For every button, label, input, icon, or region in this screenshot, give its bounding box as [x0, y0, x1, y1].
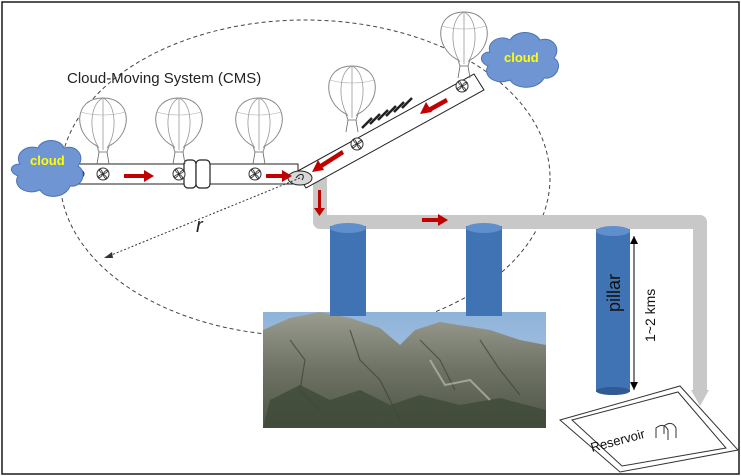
- cloud-icon: [481, 32, 559, 88]
- balloon-icon: [155, 97, 203, 165]
- fan-icon: [96, 167, 110, 181]
- pillar-2: [466, 223, 502, 316]
- fan-icon: [455, 79, 469, 93]
- mountain-image: [263, 312, 546, 428]
- fan-icon: [248, 167, 262, 181]
- cloud-left: [11, 140, 84, 197]
- radius-indicator: [103, 177, 301, 259]
- diagram-title: Cloud-Moving System (CMS): [67, 70, 261, 87]
- arrow-icon: [314, 190, 325, 216]
- pillar-3: [596, 226, 630, 395]
- cloud-label-right: cloud: [504, 50, 539, 65]
- balloon-icon: [79, 97, 127, 165]
- cloud-icon: [11, 140, 84, 197]
- arrow-icon: [422, 214, 448, 226]
- arrow-icon: [124, 170, 154, 182]
- cloud-label-left: cloud: [30, 153, 65, 168]
- radius-label: r: [196, 215, 204, 237]
- height-label: 1~2 kms: [642, 289, 658, 342]
- pillars: [330, 223, 630, 395]
- cloud-right: [481, 32, 559, 88]
- balloons: [79, 11, 488, 165]
- height-dimension: [630, 236, 638, 390]
- arrow-icon: [420, 98, 448, 114]
- pillar-label: pillar: [604, 274, 624, 312]
- balloon-icon: [235, 97, 283, 165]
- pillar-1: [330, 223, 366, 316]
- arrow-icon: [312, 150, 344, 172]
- reservoir: [558, 385, 739, 473]
- fan-icon: [172, 167, 186, 181]
- fan-icon: [350, 137, 364, 151]
- flow-arrows: [124, 98, 448, 226]
- arrow-icon: [266, 170, 292, 182]
